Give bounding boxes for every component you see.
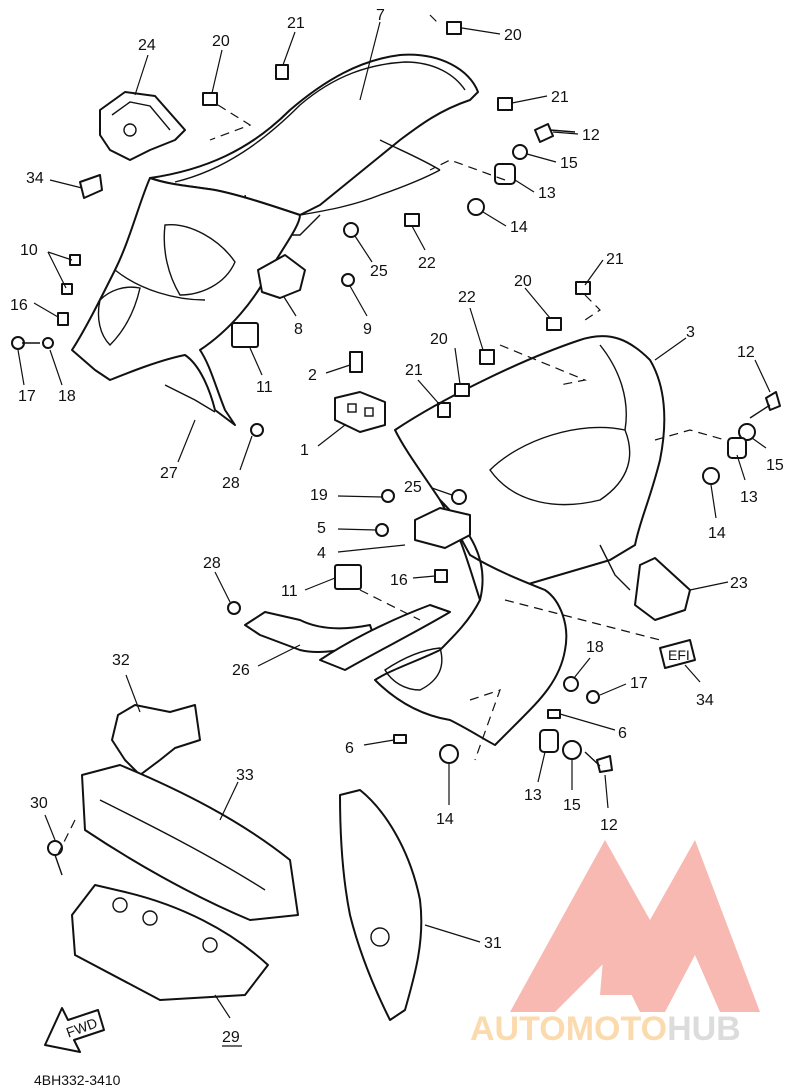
side-panel-part-31	[339, 789, 423, 1021]
callout-13-right: 13	[740, 489, 758, 506]
callout-13-top: 13	[538, 185, 556, 202]
callout-16-left: 16	[10, 297, 28, 314]
callout-20-left: 20	[212, 33, 230, 50]
floor-panel-part-29	[71, 884, 269, 1001]
watermark-logo-mark	[510, 840, 760, 1012]
callout-15-lower: 15	[563, 797, 581, 814]
callout-25-top: 25	[370, 263, 388, 280]
callout-18-lower: 18	[586, 639, 604, 656]
watermark-text-part1: AUTOMOTO	[470, 1010, 667, 1048]
callout-33: 33	[236, 767, 254, 784]
efi-label: EFI	[668, 647, 690, 663]
fwd-arrow: FWD	[44, 1007, 105, 1053]
callout-21-top: 21	[287, 15, 305, 32]
callout-11-lower: 11	[281, 583, 298, 600]
callout-25-mid: 25	[404, 479, 422, 496]
callout-20-right: 20	[514, 273, 532, 290]
pad-part-11-upper	[231, 322, 259, 348]
left-side-cover-part-27	[71, 177, 301, 426]
callout-34-left: 34	[26, 170, 44, 187]
callout-17-lower: 17	[630, 675, 648, 692]
middle-cover-part-3	[394, 335, 666, 601]
callout-29: 29	[222, 1029, 240, 1046]
watermark-text-part2: HUB	[667, 1010, 741, 1048]
callout-14-lower: 14	[436, 811, 454, 828]
efi-label-plate: EFI	[659, 639, 696, 669]
callout-16-mid: 16	[390, 572, 408, 589]
callout-19: 19	[310, 487, 328, 504]
callout-21-far-right: 21	[606, 251, 624, 268]
callout-4: 4	[317, 545, 326, 562]
callout-18-left: 18	[58, 388, 76, 405]
callout-11-upper: 11	[256, 379, 273, 396]
assembly-lines	[54, 14, 726, 861]
automotohub-watermark: AUTOMOTOHUB	[470, 840, 760, 1048]
callout-10: 10	[20, 242, 38, 259]
callout-22-top: 22	[418, 255, 436, 272]
callout-8: 8	[294, 321, 303, 338]
bracket-part-8	[257, 254, 306, 299]
bracket-part-24	[99, 91, 186, 161]
callout-28-lower: 28	[203, 555, 221, 572]
callout-14-right: 14	[708, 525, 726, 542]
callout-15-right: 15	[766, 457, 784, 474]
callout-20-mid: 20	[430, 331, 448, 348]
lower-cover-assembly	[244, 499, 568, 746]
callout-12-lower: 12	[600, 817, 618, 834]
callout-28-upper: 28	[222, 475, 240, 492]
svg-text:AUTOMOTOHUB: AUTOMOTOHUB	[470, 1010, 741, 1048]
inner-panel-part-33	[81, 764, 299, 921]
callout-23: 23	[730, 575, 748, 592]
callout-31: 31	[484, 935, 502, 952]
callout-21-mid: 21	[405, 362, 423, 379]
callout-17-left: 17	[18, 388, 36, 405]
callout-14-top: 14	[510, 219, 528, 236]
callout-7: 7	[376, 7, 385, 24]
callout-20-top: 20	[504, 27, 522, 44]
callout-32: 32	[112, 652, 130, 669]
callout-22-mid: 22	[458, 289, 476, 306]
callout-24: 24	[138, 37, 156, 54]
drawing-code: 4BH332-3410	[34, 1072, 121, 1088]
callout-3: 3	[686, 324, 695, 341]
callout-12-top: 12	[582, 127, 600, 144]
callout-15-top: 15	[560, 155, 578, 172]
bracket-part-1	[334, 391, 386, 433]
cap-part-23	[634, 557, 691, 621]
callout-5: 5	[317, 520, 326, 537]
callout-6-right: 6	[618, 725, 627, 742]
bracket-part-32	[111, 704, 201, 776]
callout-26: 26	[232, 662, 250, 679]
callout-30: 30	[30, 795, 48, 812]
callout-9: 9	[363, 321, 372, 338]
callout-34-right: 34	[696, 692, 714, 709]
pad-part-11-lower	[334, 564, 362, 590]
callout-13-lower: 13	[524, 787, 542, 804]
callout-21-right: 21	[551, 89, 569, 106]
callout-1: 1	[300, 442, 309, 459]
callout-12-right: 12	[737, 344, 755, 361]
bracket-part-4	[414, 507, 471, 549]
fasteners	[11, 21, 781, 876]
callout-labels: 7 20 21 24 20 21 12 15 13 14 34 22 25 10…	[10, 7, 784, 1047]
callout-27: 27	[160, 465, 178, 482]
callout-6-left: 6	[345, 740, 354, 757]
callout-2: 2	[308, 367, 317, 384]
